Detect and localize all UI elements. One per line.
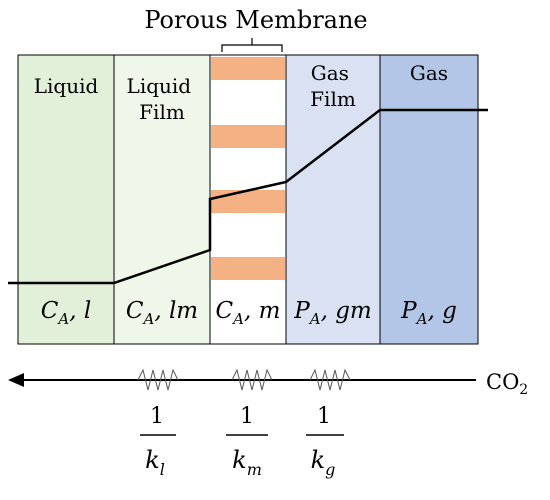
label-liquid: Liquid — [34, 74, 99, 98]
symbol-pa-gm: PA, gm — [293, 298, 371, 328]
resistor-liquid-film — [137, 368, 179, 391]
resistance-km-denominator: km — [232, 446, 262, 479]
resistors — [137, 368, 351, 391]
resistance-km: 1 km — [226, 404, 268, 479]
region-gas-film — [285, 54, 381, 345]
region-liquid-film — [113, 54, 211, 345]
resistance-kg-denominator: kg — [311, 446, 336, 479]
diagram-title: Porous Membrane — [144, 6, 367, 34]
resistance-kg: 1 kg — [306, 404, 344, 479]
region-gas — [379, 54, 479, 345]
symbol-ca-m: CA, m — [216, 298, 281, 328]
resistance-fractions: 1 kl 1 km 1 kg — [140, 404, 344, 479]
membrane-stripe — [211, 257, 285, 280]
resistor-gas-film — [309, 368, 351, 391]
label-gas: Gas — [410, 61, 448, 85]
resistor-membrane — [231, 368, 273, 391]
resistance-kg-numerator: 1 — [317, 404, 331, 429]
label-gas-film: Gas Film — [310, 61, 356, 111]
symbol-ca-lm: CA, lm — [126, 298, 198, 328]
region-liquid — [17, 54, 115, 345]
region-labels: Liquid Liquid Film Gas Film Gas — [34, 61, 448, 124]
flux-arrow-head — [8, 373, 24, 387]
membrane-stripes — [211, 57, 285, 280]
membrane-stripe — [211, 57, 285, 80]
resistance-kl: 1 kl — [140, 404, 176, 479]
concentration-symbols: CA, l CA, lm CA, m PA, gm PA, g — [41, 298, 457, 328]
membrane-stripe — [211, 190, 285, 213]
flux-arrow — [8, 373, 476, 387]
label-liquid-film: Liquid Film — [127, 74, 198, 124]
resistance-km-numerator: 1 — [240, 404, 254, 429]
membrane-bracket — [221, 38, 283, 52]
symbol-pa-g: PA, g — [400, 298, 457, 328]
membrane-stripe — [211, 125, 285, 148]
resistance-kl-denominator: kl — [145, 446, 165, 479]
concentration-profile — [8, 108, 488, 285]
flux-label: CO2 — [486, 370, 528, 398]
resistance-kl-numerator: 1 — [150, 404, 164, 429]
symbol-ca-l: CA, l — [41, 298, 91, 328]
